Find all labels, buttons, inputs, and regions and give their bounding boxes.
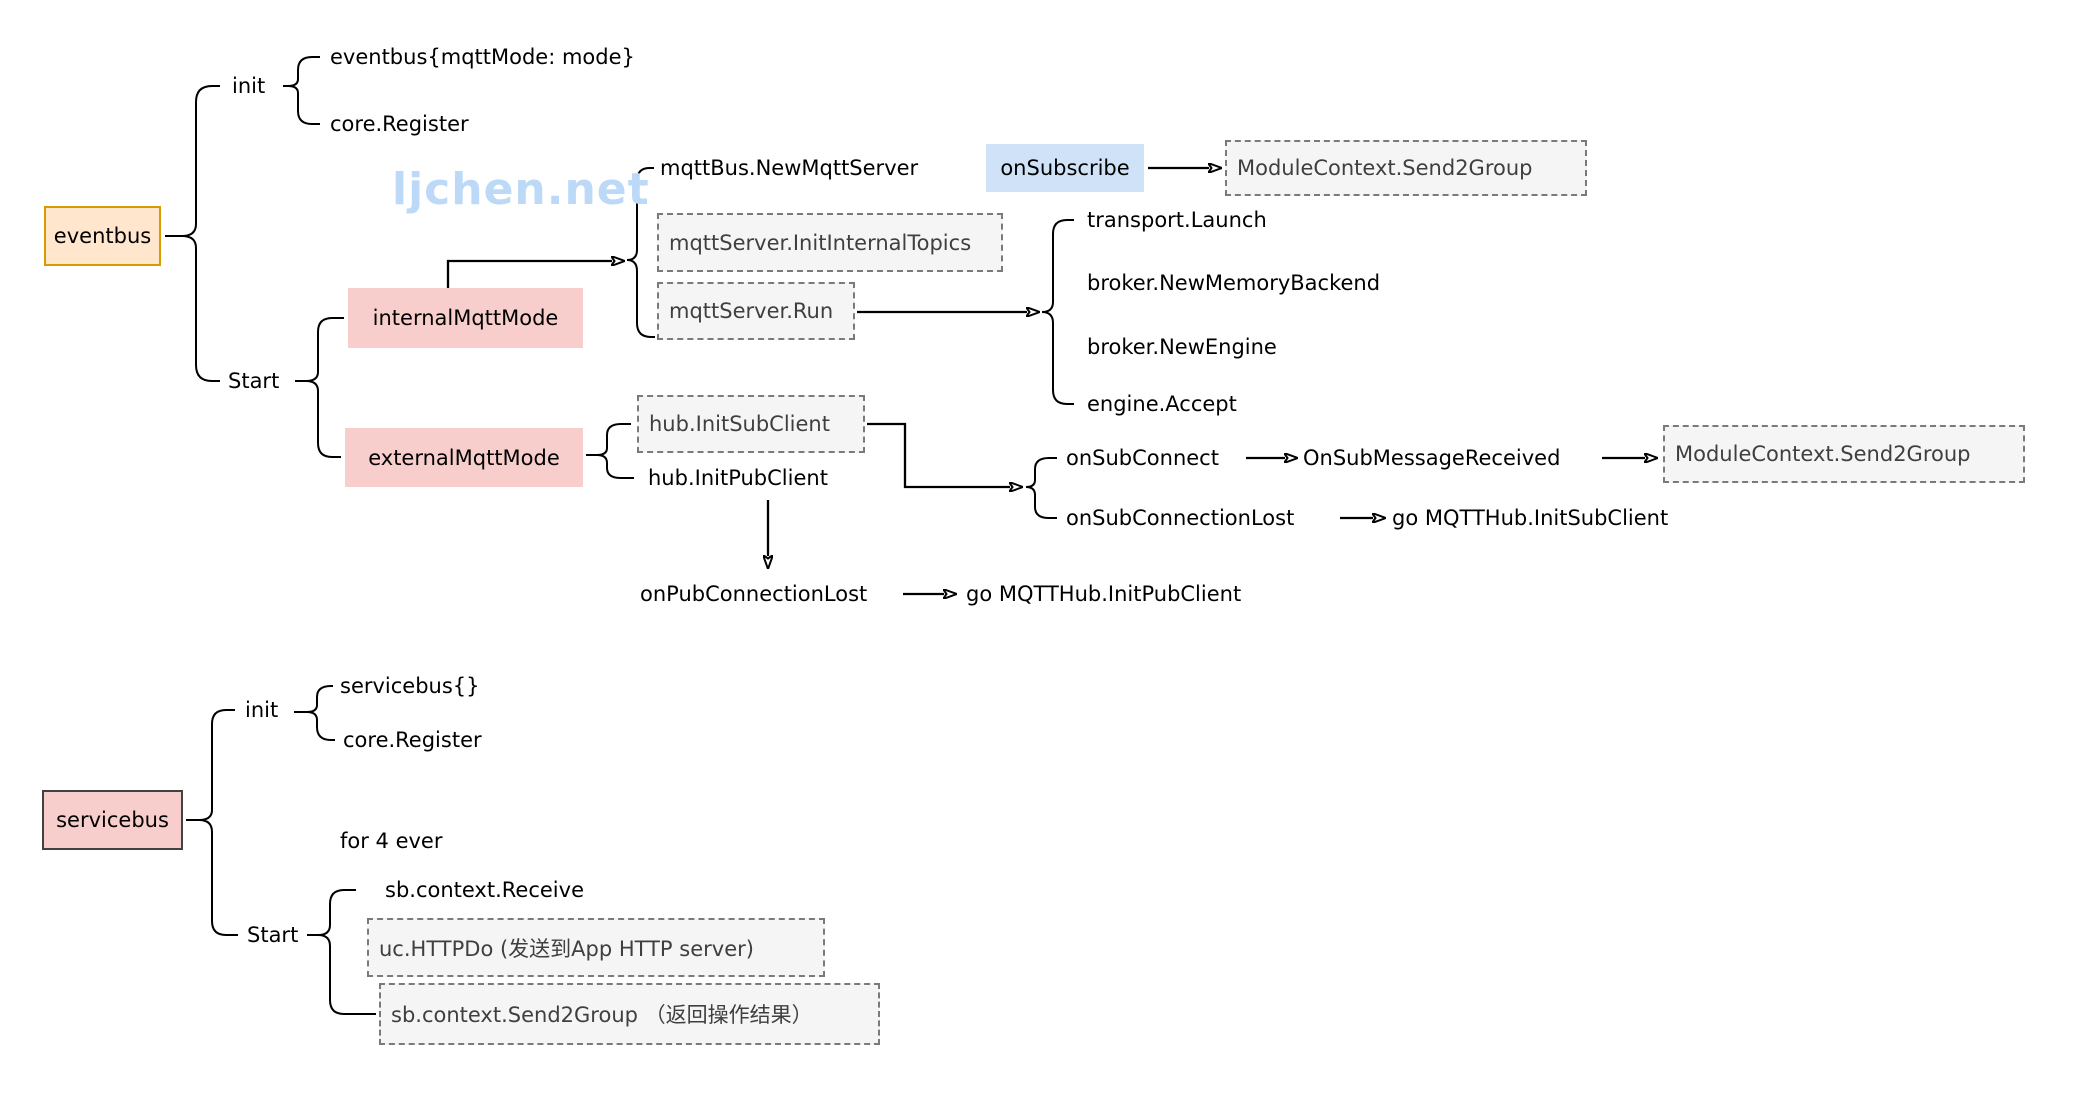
uc-httpdo-node: uc.HTTPDo (发送到App HTTP server) <box>367 918 825 977</box>
servicebus-root-node: servicebus <box>42 790 183 850</box>
arrow-hubsub-to-callbacks <box>867 422 1010 487</box>
on-sub-connect-node: onSubConnect <box>1066 446 1219 470</box>
external-mqtt-mode-node: externalMqttMode <box>345 428 583 487</box>
sb-context-receive-node: sb.context.Receive <box>385 878 584 902</box>
brace-external-children <box>586 423 634 479</box>
module-context-send2group-node-2: ModuleContext.Send2Group <box>1663 425 2025 483</box>
module-context-send2group-node: ModuleContext.Send2Group <box>1225 140 1587 196</box>
on-sub-message-received-node: OnSubMessageReceived <box>1303 446 1561 470</box>
hub-init-pub-client-node: hub.InitPubClient <box>648 466 828 490</box>
brace-servicebus-start-children <box>307 889 376 1015</box>
engine-accept-node: engine.Accept <box>1087 392 1237 416</box>
brace-eventbus-children <box>165 85 220 382</box>
eventbus-init-child-constructor: eventbus{mqttMode: mode} <box>330 45 635 69</box>
internal-mqtt-mode-node: internalMqttMode <box>348 288 583 348</box>
eventbus-start-node: Start <box>228 369 280 393</box>
servicebus-init-node: init <box>245 698 279 722</box>
go-init-pub-client-node: go MQTTHub.InitPubClient <box>966 582 1242 606</box>
hub-init-sub-client-node: hub.InitSubClient <box>637 395 865 453</box>
brace-run-children <box>1041 219 1074 405</box>
init-internal-topics-node: mqttServer.InitInternalTopics <box>657 213 1003 272</box>
brace-internal-children <box>626 167 655 338</box>
brace-servicebus-init-children <box>294 685 335 741</box>
eventbus-root-node: eventbus <box>44 206 161 266</box>
on-subscribe-node: onSubscribe <box>986 144 1144 192</box>
watermark: ljchen.net <box>392 164 650 215</box>
new-memory-backend-node: broker.NewMemoryBackend <box>1087 271 1381 295</box>
on-sub-connection-lost-node: onSubConnectionLost <box>1066 506 1295 530</box>
brace-eventbus-init-children <box>283 56 320 125</box>
new-engine-node: broker.NewEngine <box>1087 335 1277 359</box>
new-mqtt-server-node: mqttBus.NewMqttServer <box>660 156 919 180</box>
servicebus-init-child-register: core.Register <box>343 728 482 752</box>
for-4-ever-node: for 4 ever <box>340 829 443 853</box>
brace-sub-callbacks <box>1025 457 1057 519</box>
arrow-internal-to-children <box>446 261 612 288</box>
servicebus-start-node: Start <box>247 923 299 947</box>
brace-servicebus-children <box>186 709 238 936</box>
brace-eventbus-start-children <box>295 317 344 458</box>
transport-launch-node: transport.Launch <box>1087 208 1267 232</box>
go-init-sub-client-node: go MQTTHub.InitSubClient <box>1392 506 1669 530</box>
sb-context-send2group-node: sb.context.Send2Group （返回操作结果） <box>379 983 880 1045</box>
on-pub-connection-lost-node: onPubConnectionLost <box>640 582 868 606</box>
eventbus-init-child-register: core.Register <box>330 112 469 136</box>
eventbus-init-node: init <box>232 74 266 98</box>
servicebus-init-child-constructor: servicebus{} <box>340 674 480 698</box>
mqtt-server-run-node: mqttServer.Run <box>657 282 855 340</box>
